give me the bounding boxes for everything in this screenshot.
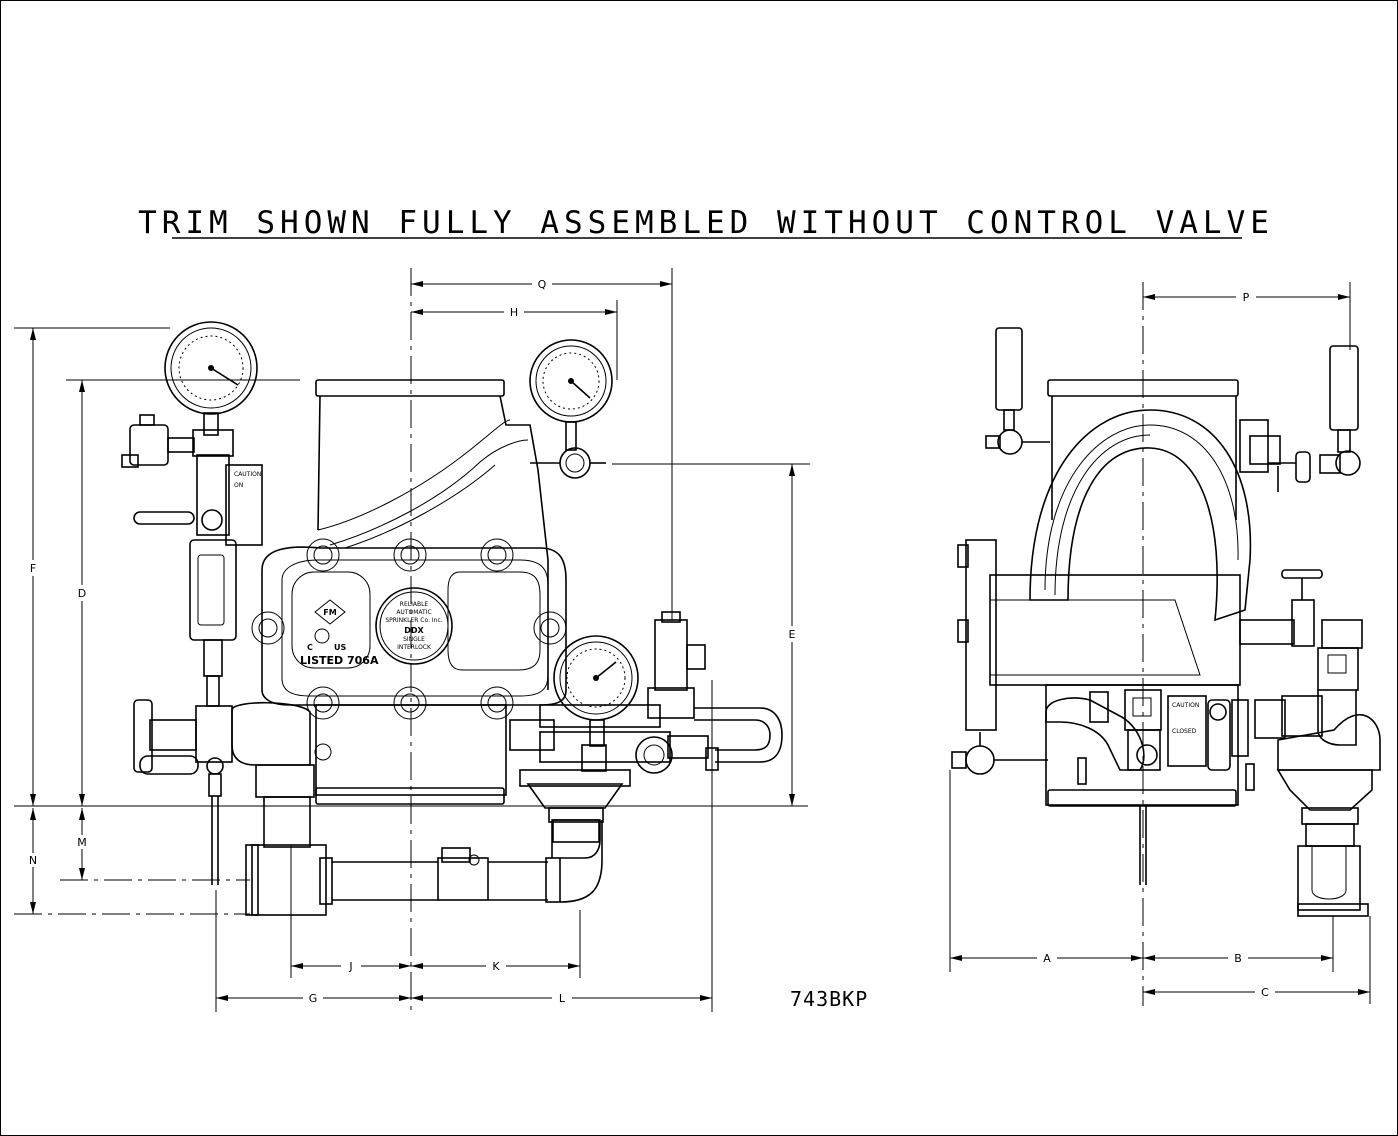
dim-k: K bbox=[492, 960, 500, 973]
dim-f: F bbox=[30, 562, 36, 575]
side-casting bbox=[1029, 409, 1252, 622]
dim-l: L bbox=[559, 992, 566, 1005]
svg-text:ON: ON bbox=[234, 482, 243, 489]
dim-e: E bbox=[789, 628, 796, 641]
lower-body bbox=[315, 704, 507, 796]
cover-bolts bbox=[251, 538, 567, 720]
listed-label: LISTED 706A bbox=[300, 654, 379, 667]
dim-b: B bbox=[1234, 952, 1242, 965]
svg-text:SINGLE: SINGLE bbox=[403, 636, 425, 643]
dim-p: P bbox=[1243, 291, 1250, 304]
side-trim-valve bbox=[1239, 569, 1381, 917]
side-funnel bbox=[1276, 769, 1373, 811]
dim-j: J bbox=[348, 960, 352, 973]
drain-tee bbox=[251, 844, 327, 916]
drain-elbow bbox=[231, 701, 311, 766]
dim-q: Q bbox=[538, 278, 547, 291]
pressure-gauge-upper-right bbox=[529, 339, 613, 479]
dim-n: N bbox=[29, 854, 37, 867]
dim-g: G bbox=[309, 992, 318, 1005]
alarm-tubing bbox=[694, 707, 783, 763]
alarm-valve bbox=[654, 619, 688, 691]
drawing-title: TRIM SHOWN FULLY ASSEMBLED WITHOUT CONTR… bbox=[138, 205, 1274, 241]
side-bottom-flange bbox=[1047, 789, 1237, 807]
top-flange bbox=[315, 379, 505, 397]
svg-text:C: C bbox=[307, 643, 313, 652]
svg-text:US: US bbox=[334, 643, 346, 652]
right-recess bbox=[447, 571, 541, 671]
nameplate: RELIABLE AUTOMATIC SPRINKLER Co. Inc. DD… bbox=[375, 587, 453, 665]
svg-text:AUTOMATIC: AUTOMATIC bbox=[396, 609, 431, 616]
trim-tag bbox=[225, 464, 263, 546]
bottom-flange bbox=[315, 787, 505, 805]
fm-recess bbox=[291, 571, 371, 669]
dim-d: D bbox=[78, 587, 86, 600]
pressure-gauge-upper-left bbox=[164, 321, 258, 436]
side-caution-tag bbox=[1167, 695, 1207, 767]
side-body-flange bbox=[965, 539, 997, 731]
svg-text:FM: FM bbox=[323, 608, 336, 617]
pressure-gauge-lower bbox=[553, 635, 639, 747]
riser-elbow bbox=[551, 819, 601, 859]
solenoid bbox=[129, 424, 169, 466]
svg-text:INTERLOCK: INTERLOCK bbox=[397, 644, 432, 651]
side-view: CAUTION CLOSED bbox=[951, 327, 1381, 917]
side-lower-trim: CAUTION CLOSED bbox=[1045, 689, 1286, 791]
side-left-valve bbox=[951, 732, 1087, 785]
side-view-dimensions: P A B C bbox=[949, 282, 1371, 1006]
dim-h: H bbox=[510, 306, 518, 319]
drain-piping bbox=[245, 769, 631, 916]
dim-a: A bbox=[1043, 952, 1051, 965]
svg-text:SPRINKLER Co. Inc.: SPRINKLER Co. Inc. bbox=[385, 617, 442, 624]
riser-neck bbox=[317, 395, 549, 690]
front-view: FM C US LISTED 706A RELIABLE AUTOMATIC S… bbox=[121, 321, 783, 916]
svg-text:CAUTION: CAUTION bbox=[1172, 702, 1199, 709]
svg-text:DDX: DDX bbox=[404, 626, 424, 635]
drawing-code: 743BKP bbox=[790, 987, 868, 1011]
svg-text:CLOSED: CLOSED bbox=[1172, 728, 1197, 735]
dim-c: C bbox=[1261, 986, 1269, 999]
side-gauge-left bbox=[995, 327, 1023, 411]
drain-funnel bbox=[526, 783, 624, 809]
right-trim-assembly bbox=[509, 611, 783, 774]
svg-text:RELIABLE: RELIABLE bbox=[400, 601, 429, 608]
dim-m: M bbox=[77, 836, 87, 849]
side-gauge-right bbox=[1329, 345, 1359, 431]
svg-text:CAUTION: CAUTION bbox=[234, 471, 261, 478]
left-trim-assembly: CAUTION ON bbox=[121, 414, 263, 885]
casting-arm bbox=[317, 419, 511, 531]
fm-approval-mark: FM C US LISTED 706A bbox=[300, 599, 379, 667]
front-view-dimensions: Q H F D E M bbox=[14, 268, 810, 1012]
